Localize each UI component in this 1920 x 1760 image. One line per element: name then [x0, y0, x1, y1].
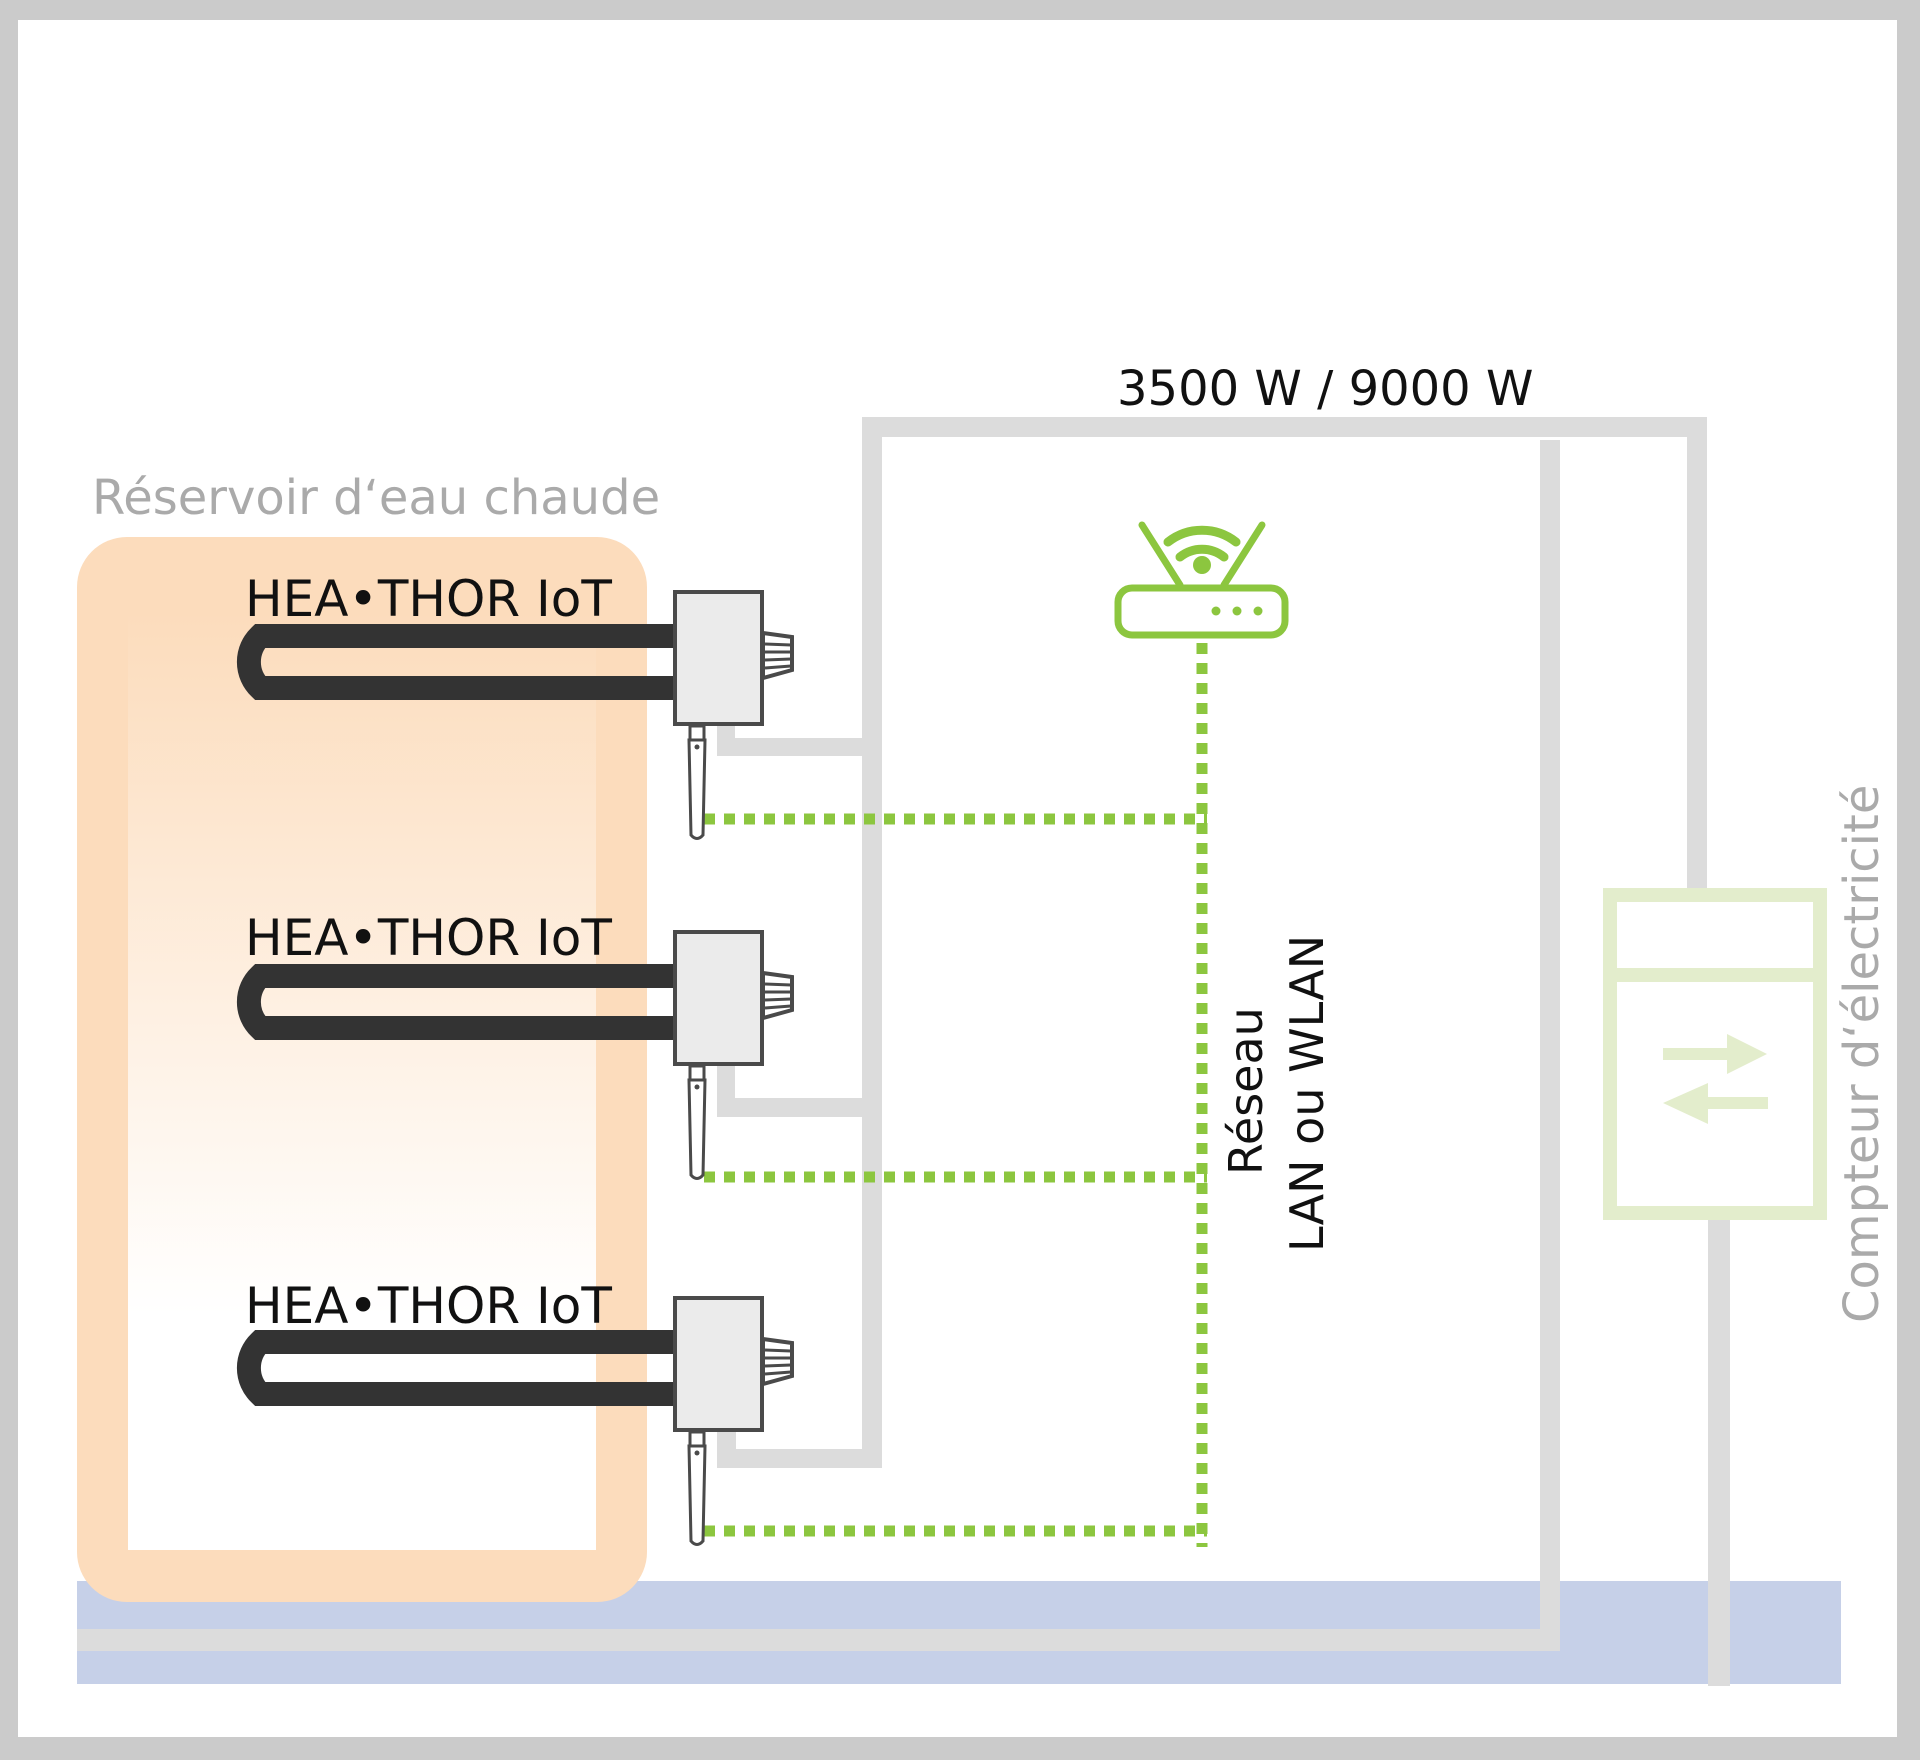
- adjustment-knob-icon: [761, 970, 794, 1021]
- network-label-line1: Réseau: [1219, 1007, 1273, 1175]
- heating-element: [236, 624, 676, 700]
- meter-label: Compteur d‘électricité: [1834, 785, 1890, 1323]
- device-label-2: HEA•THOR IoT: [245, 909, 612, 967]
- network-wiring: [704, 643, 1208, 1547]
- heating-element: [236, 1330, 676, 1406]
- power-label: 3500 W / 9000 W: [1117, 361, 1533, 417]
- wifi-router-icon: [1114, 521, 1289, 639]
- network-label-line2: LAN ou WLAN: [1280, 935, 1334, 1252]
- adjustment-knob-icon: [761, 630, 794, 681]
- tank-label: Réservoir d‘eau chaude: [92, 470, 660, 526]
- device-label-3: HEA•THOR IoT: [245, 1277, 612, 1335]
- heating-element: [236, 964, 676, 1040]
- antenna-icon: [687, 724, 707, 840]
- heathor-device: [236, 930, 794, 1180]
- bidirectional-arrows-icon: [1663, 1034, 1768, 1124]
- adjustment-knob-icon: [761, 1336, 794, 1387]
- antenna-icon: [687, 1064, 707, 1180]
- electricity-meter: [1603, 888, 1827, 1220]
- power-wiring: [77, 417, 1730, 1686]
- heathor-device: [236, 1296, 794, 1546]
- heathor-device: [236, 590, 794, 840]
- antenna-icon: [687, 1430, 707, 1546]
- device-body: [673, 930, 764, 1066]
- device-body: [673, 1296, 764, 1432]
- device-label-1: HEA•THOR IoT: [245, 570, 612, 628]
- device-body: [673, 590, 764, 726]
